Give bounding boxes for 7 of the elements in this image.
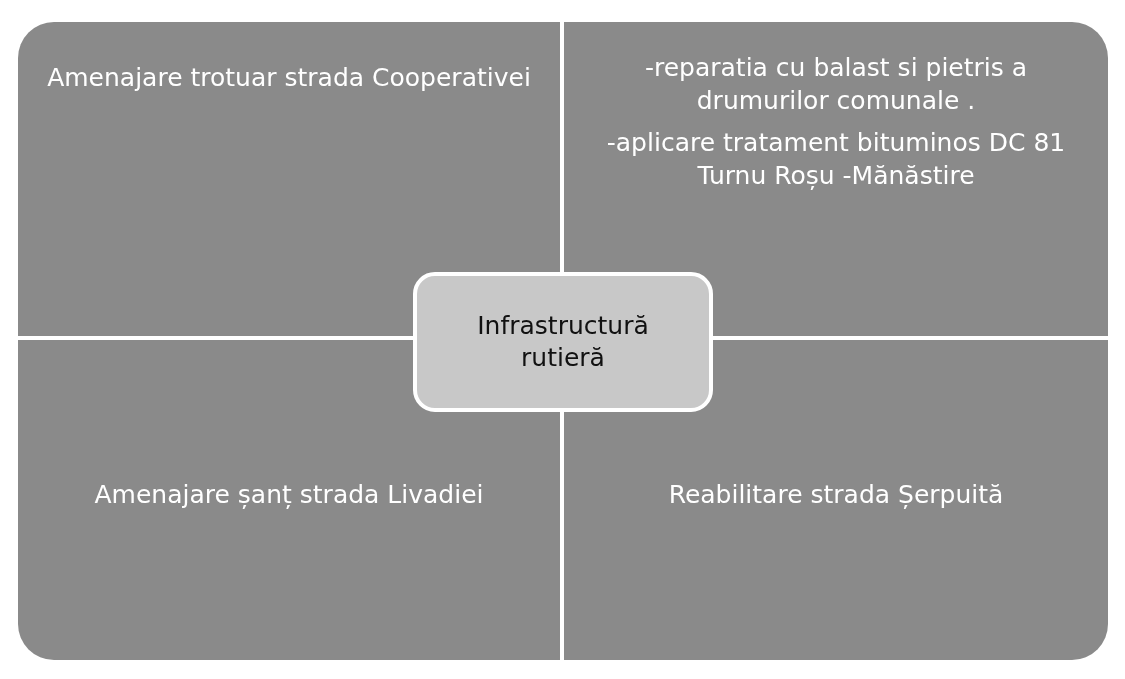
topic-title: Infrastructură rutieră	[476, 309, 650, 374]
quadrant-text: Reabilitare strada Șerpuită	[668, 478, 1004, 511]
quadrant-text: Amenajare trotuar strada Cooperativei	[47, 62, 531, 94]
quadrant-text: Amenajare șanț strada Livadiei	[94, 478, 484, 511]
center-box	[413, 272, 713, 412]
quadrant-text: -aplicare tratament bituminos DC 81 Turnu Roșu -Mănăstire	[605, 127, 1067, 192]
quadrant-text: -reparatia cu balast si pietris a drumurilor comunale .	[643, 52, 1029, 117]
